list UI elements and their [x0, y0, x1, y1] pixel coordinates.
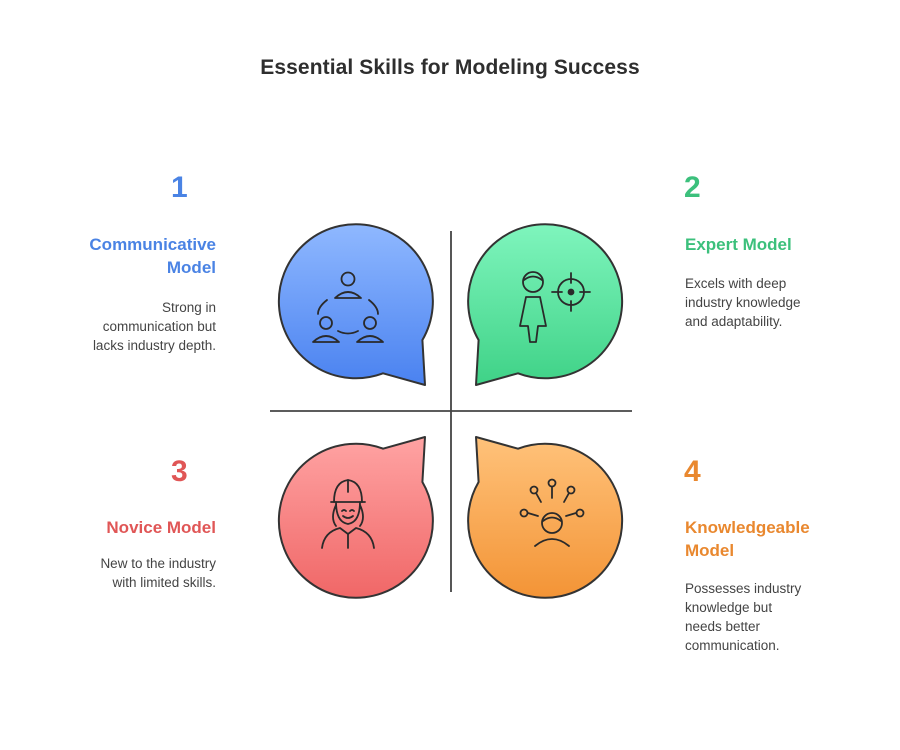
quadrant-1-heading-line-2: Model [166, 258, 216, 277]
quadrant-4-description: Possesses industry knowledge but needs b… [685, 579, 885, 655]
page-title: Essential Skills for Modeling Success [260, 56, 640, 79]
quadrant-2-heading: Expert Model [685, 233, 885, 256]
quadrant-4-desc-line-4: communication. [685, 638, 780, 653]
quadrant-1-desc-line-2: communication but [102, 319, 216, 334]
quadrant-2-number: 2 [684, 171, 701, 204]
quadrant-3-desc-line-1: New to the industry [100, 556, 216, 571]
quadrant-1-heading: Communicative Model [20, 233, 216, 279]
person-ideas-icon [519, 478, 585, 547]
quadrant-4-heading-line-1: Knowledgeable [685, 518, 810, 537]
quadrant-1-heading-line-1: Communicative [89, 235, 216, 254]
quadrant-3-bubble [277, 436, 434, 599]
quadrant-2-bubble [467, 223, 624, 386]
quadrant-1-description: Strong in communication but lacks indust… [20, 298, 216, 355]
quadrant-4-bubble [467, 436, 624, 599]
quadrant-1-bubble [277, 223, 434, 386]
quadrant-3-heading: Novice Model [20, 516, 216, 539]
quadrant-1-desc-line-1: Strong in [161, 300, 216, 315]
quadrant-4-desc-line-3: needs better [685, 619, 761, 634]
quadrant-1-desc-line-3: lacks industry depth. [92, 338, 216, 353]
hardhat-worker-icon [321, 479, 375, 549]
quadrant-4-number: 4 [684, 455, 701, 488]
quadrant-2-desc-line-1: Excels with deep [685, 276, 787, 291]
quadrant-2-heading-line-1: Expert Model [685, 235, 792, 254]
quadrant-3-description: New to the industry with limited skills. [20, 554, 216, 592]
quadrant-4-desc-line-1: Possesses industry [685, 581, 802, 596]
quadrant-4-heading-line-2: Model [685, 541, 735, 560]
quadrant-1-number: 1 [171, 171, 188, 204]
quadrant-3-heading-line-1: Novice Model [106, 518, 216, 537]
quadrant-2-description: Excels with deep industry knowledge and … [685, 274, 885, 331]
quadrant-2-desc-line-3: and adaptability. [685, 314, 783, 329]
quadrant-3-number: 3 [171, 455, 188, 488]
person-target-icon [519, 271, 591, 343]
quadrant-3-desc-line-2: with limited skills. [112, 575, 216, 590]
quadrant-4-heading: Knowledgeable Model [685, 516, 885, 562]
quadrant-2-desc-line-2: industry knowledge [685, 295, 801, 310]
quadrant-4-desc-line-2: knowledge but [685, 600, 773, 615]
group-communication-icon [312, 271, 384, 343]
